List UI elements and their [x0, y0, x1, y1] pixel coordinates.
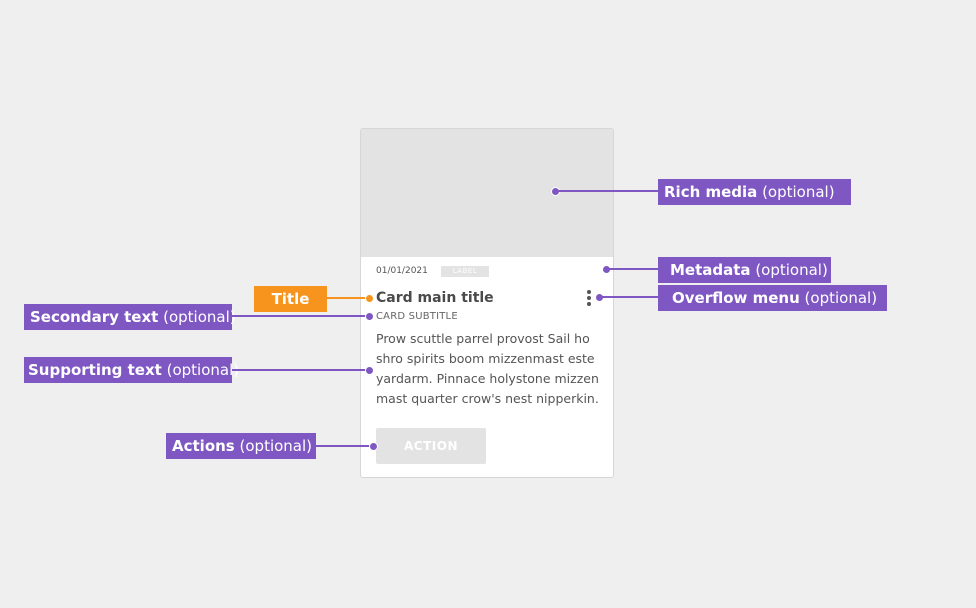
secondary-text-pointer-dot: [365, 312, 374, 321]
card-subtitle: CARD SUBTITLE: [376, 311, 458, 322]
card: 01/01/2021 LABEL Card main title CARD SU…: [360, 128, 614, 478]
callout-title: Title: [254, 286, 327, 312]
overflow-menu-leader-line: [600, 296, 658, 298]
metadata-leader-line: [607, 268, 658, 270]
actions-leader-line: [316, 445, 372, 447]
actions-pointer-dot: [369, 442, 378, 451]
callout-actions: Actions (optional): [166, 433, 316, 459]
card-supporting-text: Prow scuttle parrel provost Sail ho shro…: [376, 331, 599, 406]
metadata-label-chip: LABEL: [441, 266, 489, 277]
supporting-text-leader-line: [232, 369, 369, 371]
callout-overflow-menu: Overflow menu (optional): [658, 285, 887, 311]
callout-supporting-text: Supporting text (optional): [24, 357, 239, 383]
title-pointer-dot: [365, 294, 374, 303]
supporting-text-pointer-dot: [365, 366, 374, 375]
action-button[interactable]: ACTION: [376, 428, 486, 464]
metadata-date: 01/01/2021: [376, 266, 428, 276]
rich-media-leader-line: [556, 190, 658, 192]
card-title: Card main title: [376, 290, 494, 306]
overflow-menu-icon[interactable]: [585, 290, 593, 308]
rich-media-placeholder: [361, 129, 613, 257]
callout-secondary-text: Secondary text (optional): [24, 304, 236, 330]
callout-rich-media: Rich media (optional): [658, 179, 851, 205]
title-leader-line: [327, 297, 369, 299]
secondary-text-leader-line: [232, 315, 369, 317]
callout-metadata: Metadata (optional): [658, 257, 831, 283]
